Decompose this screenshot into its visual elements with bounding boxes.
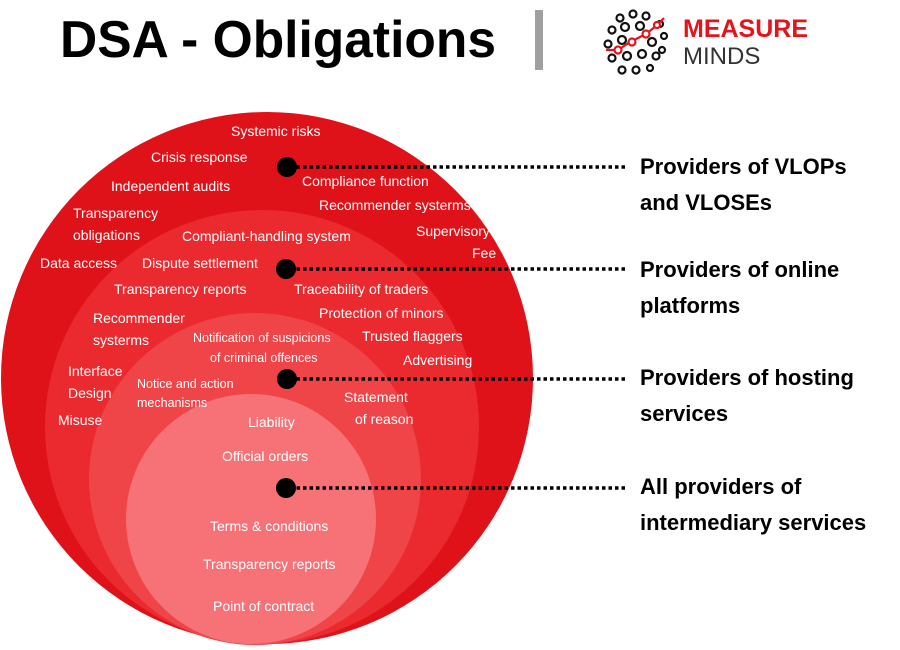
ring-intermediary [126, 394, 376, 644]
obligation-label: Notification of suspicions [193, 331, 331, 345]
logo-text-measure: MEASURE [683, 15, 808, 43]
obligation-label: Recommender systerms [319, 197, 471, 213]
obligation-label: Protection of minors [319, 305, 444, 321]
tier-label-platforms: platforms [640, 293, 740, 318]
obligation-label: Recommender [93, 310, 185, 326]
obligation-label: Traceability of traders [294, 281, 428, 297]
obligation-label: Transparency reports [203, 556, 336, 572]
tier-label-intermediary: intermediary services [640, 510, 866, 535]
measure-minds-logo-icon [603, 9, 669, 75]
obligation-label: Data access [40, 255, 117, 271]
obligation-label: of reason [355, 411, 413, 427]
obligation-label: Trusted flaggers [362, 328, 463, 344]
tier-label-vlops: Providers of VLOPs [640, 154, 847, 179]
obligation-label: Fee [472, 245, 496, 261]
tier-marker-dot [276, 478, 296, 498]
obligation-label: Supervisory [416, 223, 490, 239]
page-title: DSA - Obligations [60, 11, 496, 69]
obligation-label: Crisis response [151, 149, 248, 165]
obligation-label: Independent audits [111, 178, 230, 194]
obligation-label: of criminal offences [210, 351, 317, 365]
tier-label-hosting: Providers of hosting [640, 365, 854, 390]
tier-label-vlops: and VLOSEs [640, 190, 772, 215]
obligation-label: Advertising [403, 352, 472, 368]
obligation-label: Compliance function [302, 173, 429, 189]
obligation-label: Compliant-handling system [182, 228, 351, 244]
obligation-label: Point of contract [213, 598, 314, 614]
obligation-label: Official orders [222, 448, 308, 464]
obligation-label: Design [68, 385, 112, 401]
header-divider [535, 10, 543, 70]
obligation-label: Terms & conditions [210, 518, 328, 534]
obligation-label: Notice and action [137, 377, 234, 391]
tier-marker-dot [276, 259, 296, 279]
obligation-label: Misuse [58, 412, 103, 428]
obligation-label: systerms [93, 332, 149, 348]
tier-label-hosting: services [640, 401, 728, 426]
tier-label-intermediary: All providers of [640, 474, 802, 499]
tier-label-platforms: Providers of online [640, 257, 839, 282]
obligation-label: Statement [344, 389, 408, 405]
obligation-label: mechanisms [137, 396, 207, 410]
obligation-label: Transparency [73, 205, 158, 221]
obligation-label: Systemic risks [231, 123, 320, 139]
obligation-label: Dispute settlement [142, 255, 258, 271]
obligation-label: Interface [68, 363, 123, 379]
tier-marker-dot [277, 369, 297, 389]
obligation-label: obligations [73, 227, 140, 243]
tier-marker-dot [277, 157, 297, 177]
obligation-label: Liability [248, 414, 295, 430]
logo-text-minds: MINDS [683, 43, 760, 70]
obligation-label: Transparency reports [114, 281, 247, 297]
